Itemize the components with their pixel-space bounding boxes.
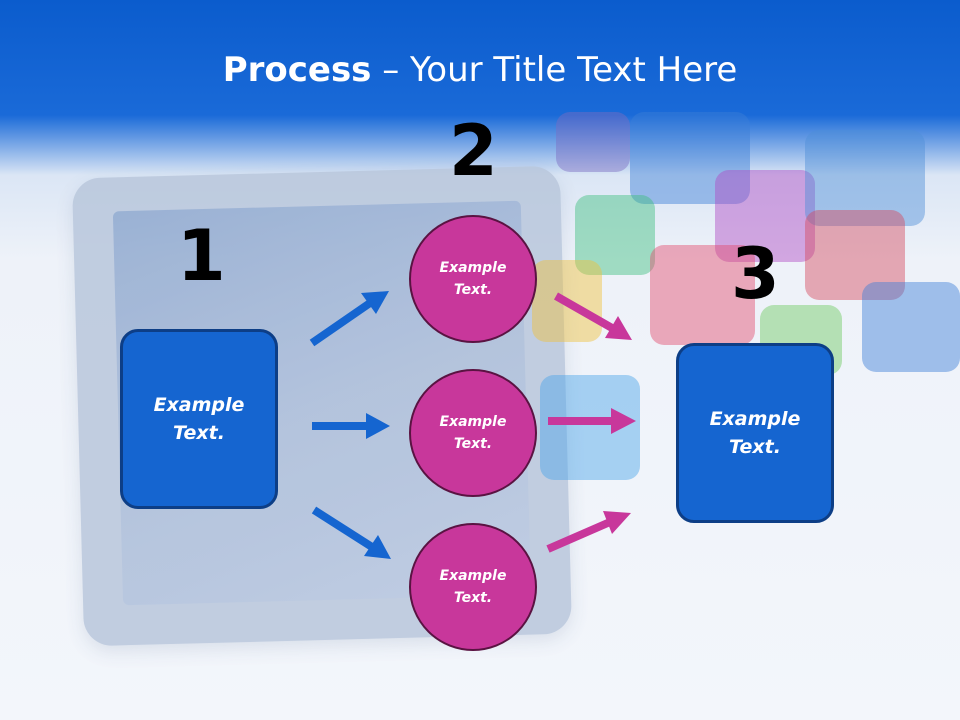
circle-top-label: Example Text. — [439, 259, 507, 298]
blue-arrow-down — [311, 506, 391, 559]
step-number-2: 2 — [449, 110, 498, 192]
right-process-box: Example Text. — [676, 343, 834, 523]
background-app-icon — [805, 130, 925, 226]
left-process-box: Example Text. — [120, 329, 278, 509]
circle-middle-label: Example Text. — [439, 413, 507, 452]
background-app-icon — [630, 112, 750, 204]
circle-bottom-label: Example Text. — [439, 567, 507, 606]
step-number-1: 1 — [177, 215, 226, 297]
background-app-icon — [575, 195, 655, 275]
background-app-icon — [715, 170, 815, 262]
blue-arrow-up — [309, 291, 389, 347]
background-app-icon — [556, 112, 630, 172]
pink-arrow-right — [548, 408, 636, 434]
title-bold: Process — [222, 50, 372, 90]
process-circle-middle: Example Text. — [409, 369, 537, 497]
blue-arrow-right — [312, 413, 390, 439]
title-rest: – Your Title Text Here — [371, 50, 738, 90]
slide-title: Process – Your Title Text Here — [0, 50, 960, 90]
process-circle-bottom: Example Text. — [409, 523, 537, 651]
left-box-label: Example Text. — [153, 393, 245, 445]
step-number-3: 3 — [731, 233, 780, 315]
pink-arrow-down — [554, 292, 632, 340]
background-app-icon — [862, 282, 960, 372]
pink-arrow-up — [546, 511, 631, 553]
right-box-label: Example Text. — [709, 407, 801, 459]
background-app-icon — [650, 245, 755, 345]
process-circle-top: Example Text. — [409, 215, 537, 343]
background-app-icon — [805, 210, 905, 300]
